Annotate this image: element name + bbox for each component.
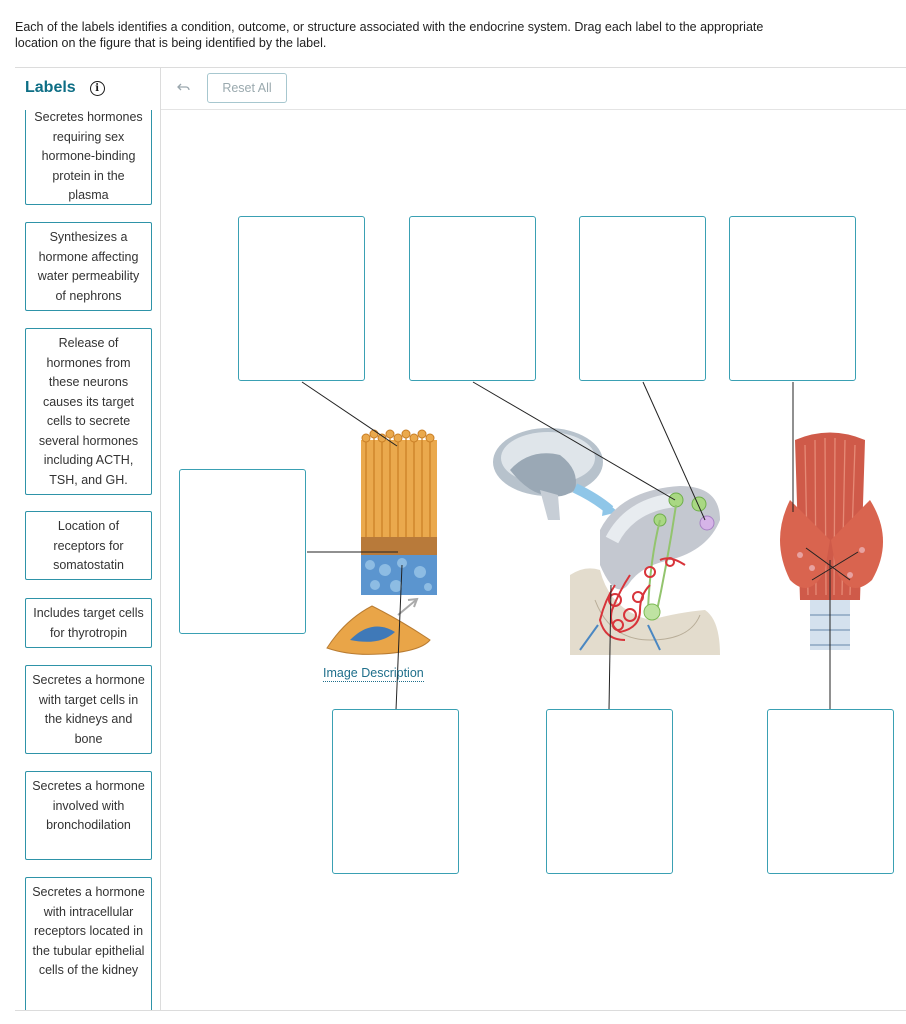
drop-target[interactable] (332, 709, 459, 874)
draggable-label[interactable]: Secretes a hormone with intracellular re… (25, 877, 152, 1010)
image-description-link[interactable]: Image Description (323, 666, 424, 682)
draggable-label[interactable]: Includes target cells for thyrotropin (25, 598, 152, 648)
adrenal-section-illustration (326, 429, 437, 655)
undo-icon[interactable] (176, 80, 192, 96)
labels-header: Labels i (25, 77, 105, 99)
drop-target[interactable] (238, 216, 365, 381)
info-icon[interactable]: i (89, 80, 105, 96)
divider (161, 109, 906, 110)
drop-target[interactable] (179, 469, 306, 634)
drop-target[interactable] (767, 709, 894, 874)
draggable-label[interactable]: Release of hormones from these neurons c… (25, 328, 152, 495)
drop-target[interactable] (546, 709, 673, 874)
draggable-label[interactable]: Location of receptors for somatostatin (25, 511, 152, 580)
thyroid-illustration (780, 432, 884, 650)
drop-target[interactable] (579, 216, 706, 381)
divider (15, 1010, 906, 1011)
draggable-label[interactable]: Secretes a hormone involved with broncho… (25, 771, 152, 860)
drop-target[interactable] (729, 216, 856, 381)
pituitary-illustration (493, 428, 720, 655)
reset-all-button[interactable]: Reset All (207, 73, 287, 103)
leader-lines (301, 381, 859, 711)
drop-target[interactable] (409, 216, 536, 381)
divider (160, 67, 161, 1010)
draggable-label[interactable]: Secretes hormones requiring sex hormone-… (25, 110, 152, 205)
labels-title: Labels (25, 79, 76, 96)
instructions-text: Each of the labels identifies a conditio… (15, 20, 764, 50)
draggable-label[interactable]: Synthesizes a hormone affecting water pe… (25, 222, 152, 311)
draggable-label[interactable]: Secretes a hormone with target cells in … (25, 665, 152, 754)
label-list[interactable]: Secretes hormones requiring sex hormone-… (15, 110, 160, 1010)
divider (15, 67, 906, 68)
